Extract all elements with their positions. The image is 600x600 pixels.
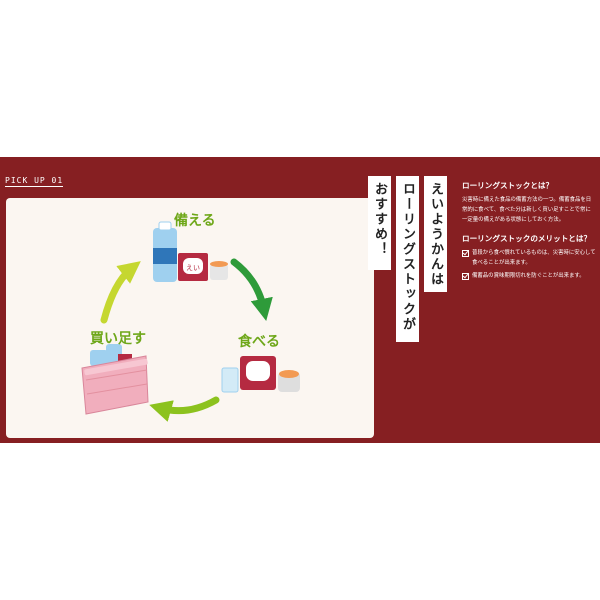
- step-label-eat: 食べる: [238, 334, 280, 350]
- merit-item: 備蓄品の賞味期限切れを防ぐことが出来ます。: [462, 271, 596, 281]
- headline-col-2: ローリングストックが: [396, 176, 419, 342]
- headline-col-1: えいようかんは: [424, 176, 447, 292]
- merit-text: 備蓄品の賞味期限切れを防ぐことが出来ます。: [472, 273, 585, 279]
- checkbox-icon: [462, 273, 469, 280]
- info-body-what: 災害時に備えた食品の備蓄方法の一つ。備蓄食品を日常的に食べて、食べた分は新しく買…: [462, 197, 592, 223]
- info-title-merit: ローリングストックのメリットとは？: [462, 234, 592, 243]
- storage-items-icon: えい: [153, 221, 228, 282]
- merit-list: 普段から食べ慣れているものは、災害時に安心して食べることが出来ます。 備蓄品の賞…: [462, 248, 596, 281]
- info-panel: ローリングストックとは？ 災害時に備えた食品の備蓄方法の一つ。備蓄食品を日常的に…: [462, 180, 596, 284]
- product-label: えい: [186, 264, 200, 272]
- arrow-store-to-eat: [230, 258, 273, 321]
- cycle-illustration: えい: [81, 221, 300, 422]
- merit-item: 普段から食べ慣れているものは、災害時に安心して食べることが出来ます。: [462, 248, 596, 268]
- arrow-buy-to-store: [100, 261, 141, 324]
- shopping-basket-icon: [81, 344, 149, 415]
- step-label-buy: 買い足す: [90, 331, 146, 347]
- merit-text: 普段から食べ慣れているものは、災害時に安心して食べることが出来ます。: [472, 250, 596, 266]
- info-title-what: ローリングストックとは？: [462, 181, 554, 190]
- headline-col-3: おすすめ！: [368, 176, 391, 270]
- meal-items-icon: [221, 356, 300, 393]
- step-label-store: 備える: [174, 213, 216, 229]
- rolling-stock-cycle-card: えい 備える 食べる 買い足す: [6, 198, 374, 438]
- checkbox-icon: [462, 250, 469, 257]
- pickup-label: PICK UP 01: [5, 176, 64, 187]
- arrow-eat-to-buy: [149, 396, 220, 422]
